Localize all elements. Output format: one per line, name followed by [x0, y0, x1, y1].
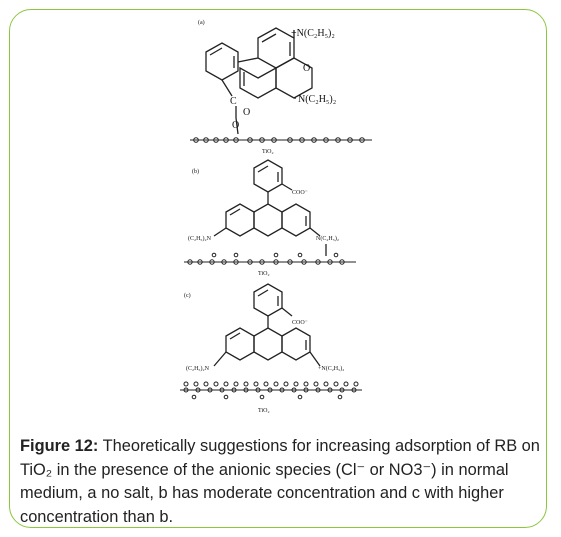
figure-caption-text: Theoretically suggestions for increasing…	[20, 437, 540, 526]
panel-a-carbonyl-carbon: C	[230, 96, 237, 107]
panel-a-carbonyl-oxygen: O	[243, 107, 250, 118]
panel-b-surface-atoms	[187, 252, 345, 265]
panel-b-structure	[213, 159, 327, 256]
panel-a-amine-top: +N(C₂H₅)₂	[291, 28, 335, 39]
panel-b-label: (b)	[192, 168, 199, 175]
panel-c-surface-label: TiO₂	[258, 408, 270, 414]
figure-caption-label: Figure 12:	[20, 437, 99, 455]
panel-c-amine-left: (C₂H₅)₂N	[186, 365, 210, 372]
figure-frame	[9, 9, 547, 528]
panel-b-carboxylate: COO⁻	[292, 190, 308, 196]
panel-a-surface-atoms	[193, 137, 365, 143]
panel-a-ring-oxygen: O	[303, 63, 310, 74]
panel-a-label: (a)	[198, 19, 205, 26]
panel-a-bridging-oxygen: O	[232, 120, 239, 131]
panel-c-carboxylate: COO⁻	[292, 320, 308, 326]
panel-a-amine-bottom: N(C₂H₅)₂	[298, 94, 336, 105]
panel-a-structure	[205, 27, 313, 135]
rhodamine-b-adsorption-schematic: (a) +N(C₂H₅)₂ N(C₂H₅)₂ O C O O TiO₂ (b) …	[180, 19, 372, 414]
panel-c-label: (c)	[184, 292, 191, 299]
panel-c-surface-atoms	[183, 381, 359, 400]
panel-c-amine-right: +N(C₂H₅)₂	[318, 365, 344, 372]
panel-c-structure	[213, 283, 321, 367]
panel-a-surface-label: TiO₂	[262, 149, 274, 155]
figure-caption: Figure 12: Theoretically suggestions for…	[20, 435, 540, 529]
panel-b-surface-label: TiO₂	[258, 271, 270, 277]
panel-b-amine-right: N(C₂H₅)₂	[316, 235, 339, 242]
panel-b-amine-left: (C₂H₅)₂N	[188, 235, 212, 242]
